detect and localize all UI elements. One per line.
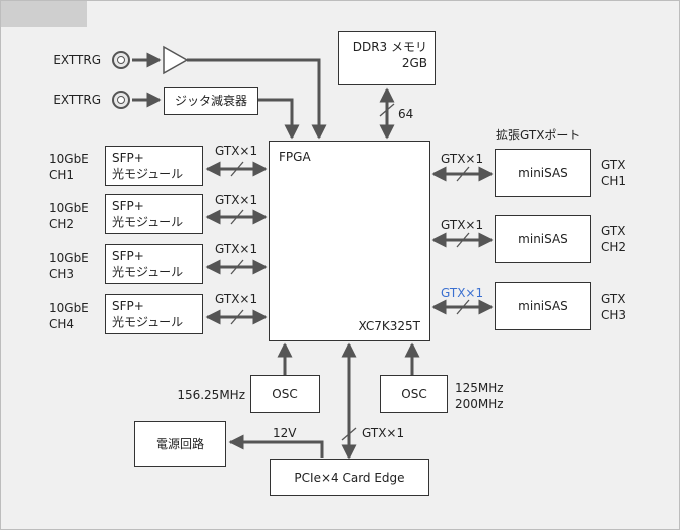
sfp-ch4-speed: 10GbE (49, 301, 89, 315)
buffer-triangle (163, 45, 189, 75)
sfp-ch3-box: SFP+ 光モジュール (105, 244, 203, 284)
minisas-ch3-label: miniSAS (518, 299, 568, 313)
sfp-ch4-box: SFP+ 光モジュール (105, 294, 203, 334)
power-circuit-label: 電源回路 (155, 437, 204, 451)
ddr3-line2: 2GB (401, 56, 427, 70)
sfp-ch1-speed: 10GbE (49, 152, 89, 166)
ddr3-bus-width: 64 (398, 107, 414, 121)
minisas-ch1-box: miniSAS (495, 149, 591, 197)
jitter-attenuator-label: ジッタ減衰器 (174, 94, 247, 108)
sfp-ch3-slash (230, 259, 244, 275)
minisas-ch1-label: miniSAS (518, 166, 568, 180)
sfp-ch4-channel: CH4 (49, 317, 75, 331)
osc-left-label: OSC (272, 387, 298, 401)
fpga-box: FPGA XC7K325T (269, 141, 430, 341)
sfp-ch3-line2: 光モジュール (112, 265, 184, 279)
minisas-ch2-box: miniSAS (495, 215, 591, 263)
jitter-attenuator-box: ジッタ減衰器 (164, 87, 258, 115)
sfp-ch4-line1: SFP+ (112, 299, 144, 313)
expansion-port-title: 拡張GTXポート (496, 128, 581, 142)
exttrg-bottom-label: EXTTRG (53, 93, 101, 107)
sfp-ch2-box: SFP+ 光モジュール (105, 194, 203, 234)
osc-left-box: OSC (250, 375, 320, 413)
sfp-ch2-link-label: GTX×1 (215, 193, 258, 207)
minisas-ch1-link-label: GTX×1 (441, 152, 484, 166)
sfp-ch3-speed: 10GbE (49, 251, 89, 265)
fpga-name: FPGA (279, 150, 311, 164)
sfp-ch1-slash (230, 161, 244, 177)
pcie-link-slash (341, 427, 357, 441)
sfp-ch1-box: SFP+ 光モジュール (105, 146, 203, 186)
exttrg-bottom-connector-icon (112, 91, 130, 109)
minisas-ch3-box: miniSAS (495, 282, 591, 330)
fpga-part-number: XC7K325T (358, 319, 420, 333)
sfp-ch2-channel: CH2 (49, 217, 75, 231)
exttrg-top-connector-icon (112, 51, 130, 69)
minisas-ch2-link-label: GTX×1 (441, 218, 484, 232)
minisas-ch2-gtx: GTX (601, 224, 626, 238)
minisas-ch3-link-label: GTX×1 (441, 286, 484, 300)
pcie-card-edge-label: PCIe×4 Card Edge (294, 470, 405, 485)
sfp-ch4-slash (230, 309, 244, 325)
ddr3-line1: DDR3 メモリ (352, 40, 427, 54)
minisas-ch1-slash (456, 166, 470, 182)
minisas-ch2-slash (456, 232, 470, 248)
ddr3-box: DDR3 メモリ 2GB (338, 31, 436, 85)
sfp-ch1-line2: 光モジュール (112, 167, 184, 181)
minisas-ch3-slash (456, 299, 470, 315)
osc-right-label: OSC (401, 387, 427, 401)
sfp-ch3-line1: SFP+ (112, 249, 144, 263)
exttrg-top-label: EXTTRG (53, 53, 101, 67)
sfp-ch3-link-label: GTX×1 (215, 242, 258, 256)
power-line (228, 434, 324, 458)
osc-right-box: OSC (380, 375, 448, 413)
power-voltage-label: 12V (273, 426, 297, 440)
minisas-ch1-gtx: GTX (601, 158, 626, 172)
minisas-ch3-channel: CH3 (601, 308, 627, 322)
jitter-to-fpga-line (258, 98, 300, 140)
minisas-ch3-gtx: GTX (601, 292, 626, 306)
sfp-ch1-line1: SFP+ (112, 151, 144, 165)
osc-right-frequency-1: 125MHz (455, 381, 504, 395)
power-circuit-box: 電源回路 (134, 421, 226, 467)
minisas-ch2-channel: CH2 (601, 240, 627, 254)
sfp-ch2-line2: 光モジュール (112, 215, 184, 229)
osc-left-frequency: 156.25MHz (177, 388, 245, 402)
buffer-to-fpga-line (187, 58, 327, 140)
sfp-ch1-link-label: GTX×1 (215, 144, 258, 158)
pcie-link-label: GTX×1 (362, 426, 405, 440)
osc-right-frequency-2: 200MHz (455, 397, 504, 411)
sfp-ch4-link-label: GTX×1 (215, 292, 258, 306)
sfp-ch2-line1: SFP+ (112, 199, 144, 213)
minisas-ch2-label: miniSAS (518, 232, 568, 246)
sfp-ch2-speed: 10GbE (49, 201, 89, 215)
sfp-ch3-channel: CH3 (49, 267, 75, 281)
ddr3-bus-slash (379, 103, 395, 117)
minisas-ch1-channel: CH1 (601, 174, 627, 188)
sfp-ch2-slash (230, 209, 244, 225)
sfp-ch1-channel: CH1 (49, 168, 75, 182)
sfp-ch4-line2: 光モジュール (112, 315, 184, 329)
pcie-card-edge-box: PCIe×4 Card Edge (270, 459, 429, 496)
corner-tab (1, 1, 87, 27)
